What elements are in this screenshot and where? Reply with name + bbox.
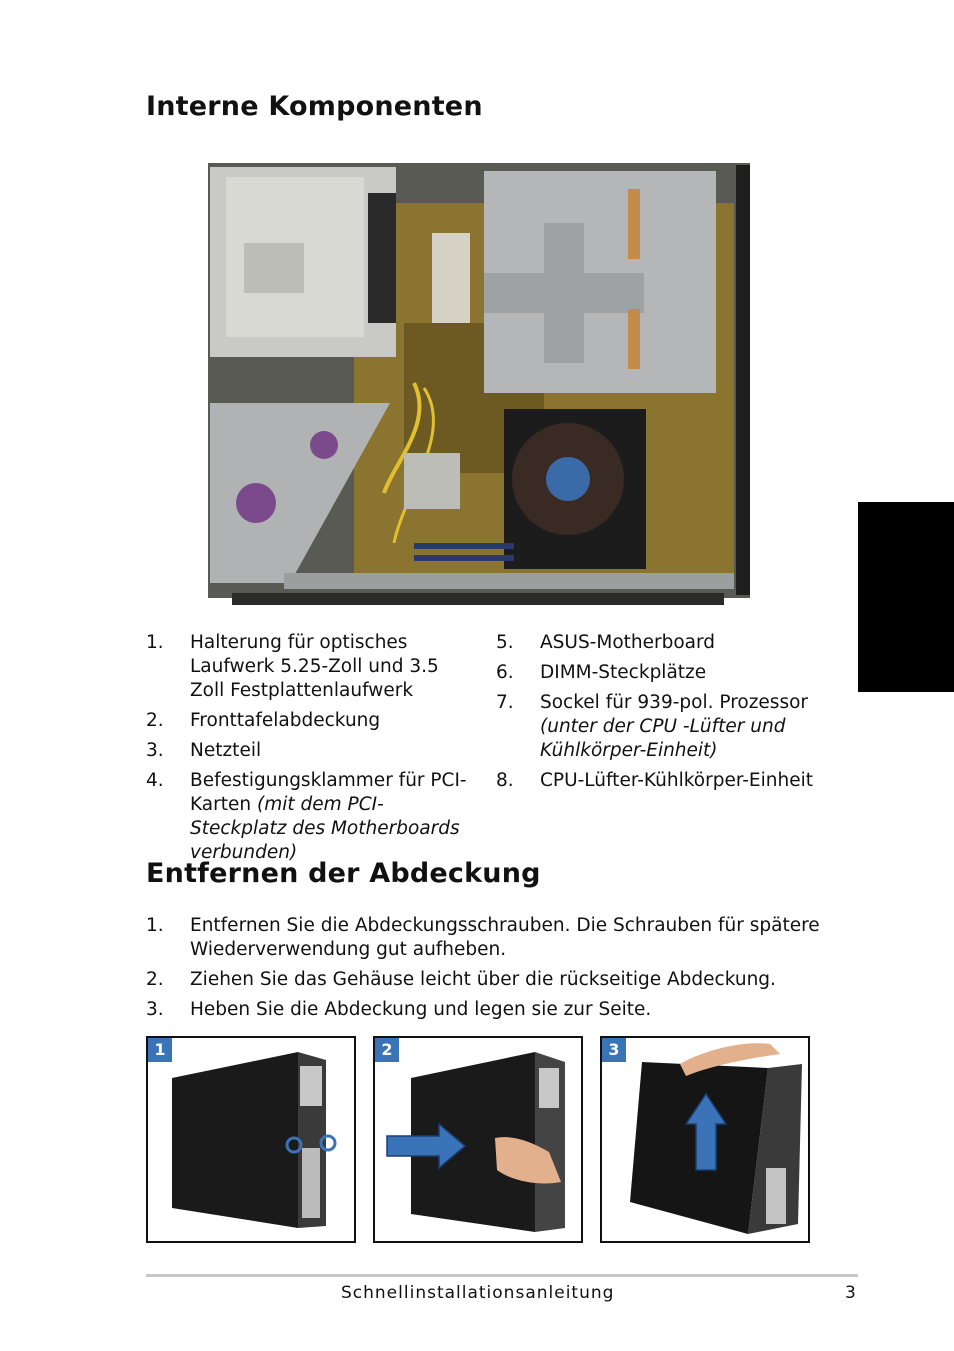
list-item: 1. Entfernen Sie die Abdeckungsschrauben… xyxy=(146,914,826,962)
item-number: 3. xyxy=(146,999,164,1020)
item-number: 6. xyxy=(496,662,514,683)
internal-components-photo xyxy=(204,163,764,610)
item-number: 2. xyxy=(146,969,164,990)
components-list-left: 1. Halterung für optisches Laufwerk 5.25… xyxy=(146,631,476,871)
components-list-right: 5. ASUS-Motherboard 6. DIMM-Steckplätze … xyxy=(496,631,826,799)
item-number: 1. xyxy=(146,632,164,653)
step-3-image: 3 xyxy=(600,1036,810,1243)
item-number: 4. xyxy=(146,770,164,791)
list-item: 7. Sockel für 939-pol. Prozessor (unter … xyxy=(496,691,826,763)
footer-divider xyxy=(146,1274,858,1277)
item-text: DIMM-Steckplätze xyxy=(540,662,707,683)
step-1-image: 1 xyxy=(146,1036,356,1243)
item-number: 7. xyxy=(496,692,514,713)
step-number-badge: 3 xyxy=(602,1038,626,1062)
list-item: 4. Befestigungsklammer für PCI-Karten (m… xyxy=(146,769,476,865)
section-title-internal-components: Interne Komponenten xyxy=(146,91,483,122)
step-number-badge: 2 xyxy=(375,1038,399,1062)
list-item: 2. Ziehen Sie das Gehäuse leicht über di… xyxy=(146,968,826,992)
item-text: Fronttafelabdeckung xyxy=(190,710,381,731)
item-text: Netzteil xyxy=(190,740,262,761)
step-2-image: 2 xyxy=(373,1036,583,1243)
list-item: 2. Fronttafelabdeckung xyxy=(146,709,476,733)
item-text: Halterung für optisches Laufwerk 5.25-Zo… xyxy=(190,632,439,701)
language-tab xyxy=(858,502,954,692)
item-text: ASUS-Motherboard xyxy=(540,632,716,653)
item-number: 8. xyxy=(496,770,514,791)
list-item: 3. Heben Sie die Abdeckung und legen sie… xyxy=(146,998,826,1022)
item-number: 3. xyxy=(146,740,164,761)
list-item: 6. DIMM-Steckplätze xyxy=(496,661,826,685)
item-text: Befestigungsklammer für PCI-Karten xyxy=(190,770,467,815)
item-text: Ziehen Sie das Gehäuse leicht über die r… xyxy=(190,969,776,990)
item-note: (unter der CPU -Lüfter und Kühlkörper-Ei… xyxy=(540,716,786,761)
list-item: 1. Halterung für optisches Laufwerk 5.25… xyxy=(146,631,476,703)
list-item: 8. CPU-Lüfter-Kühlkörper-Einheit xyxy=(496,769,826,793)
item-text: Heben Sie die Abdeckung und legen sie zu… xyxy=(190,999,652,1020)
page-number: 3 xyxy=(845,1283,857,1303)
section-title-remove-cover: Entfernen der Abdeckung xyxy=(146,858,541,889)
item-number: 1. xyxy=(146,915,164,936)
list-item: 3. Netzteil xyxy=(146,739,476,763)
remove-cover-steps: 1. Entfernen Sie die Abdeckungsschrauben… xyxy=(146,914,826,1028)
list-item: 5. ASUS-Motherboard xyxy=(496,631,826,655)
footer-title: Schnellinstallationsanleitung xyxy=(341,1283,615,1303)
item-number: 5. xyxy=(496,632,514,653)
item-text: Entfernen Sie die Abdeckungsschrauben. D… xyxy=(190,915,820,960)
item-number: 2. xyxy=(146,710,164,731)
step-number-badge: 1 xyxy=(148,1038,172,1062)
item-text: Sockel für 939-pol. Prozessor xyxy=(540,692,809,713)
item-text: CPU-Lüfter-Kühlkörper-Einheit xyxy=(540,770,813,791)
item-note: (mit dem PCI-Steckplatz des Motherboards… xyxy=(190,794,460,863)
